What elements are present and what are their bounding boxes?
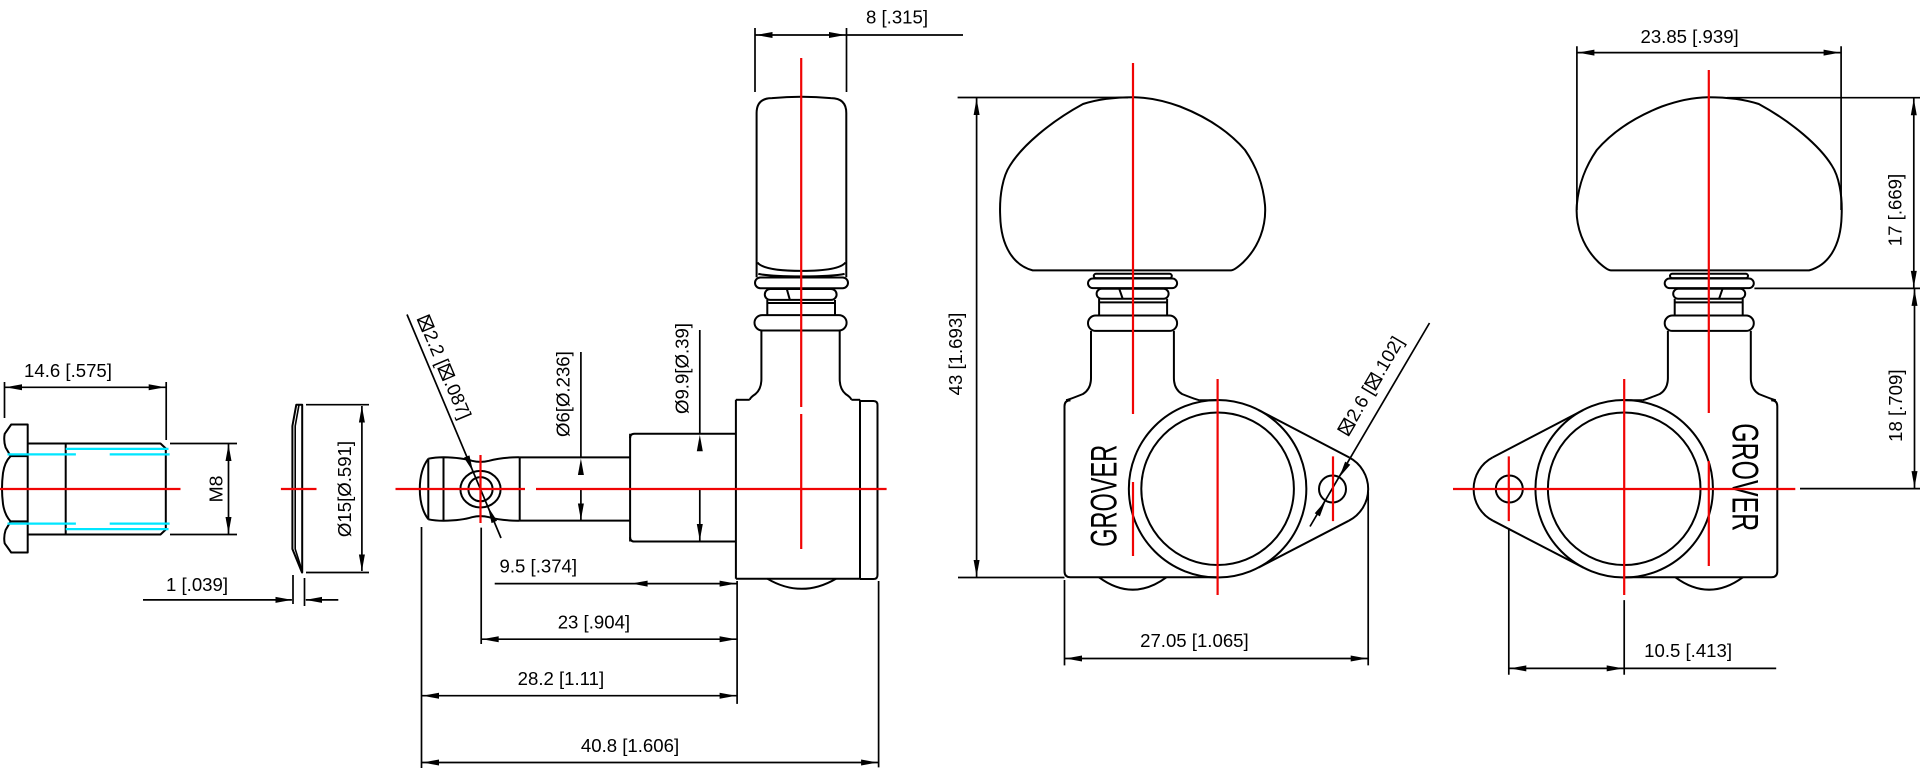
svg-text:40.8 [1.606]: 40.8 [1.606] xyxy=(581,735,679,756)
svg-text:28.2 [1.11]: 28.2 [1.11] xyxy=(518,668,605,689)
svg-text:10.5 [.413]: 10.5 [.413] xyxy=(1644,640,1732,661)
svg-text:43 [1.693]: 43 [1.693] xyxy=(945,313,966,396)
svg-text:GROVER: GROVER xyxy=(1725,423,1766,531)
svg-text:23 [.904]: 23 [.904] xyxy=(558,612,630,633)
svg-text:23.85 [.939]: 23.85 [.939] xyxy=(1640,26,1738,47)
svg-text:9.5 [.374]: 9.5 [.374] xyxy=(500,556,578,577)
svg-text:18 [.709]: 18 [.709] xyxy=(1885,370,1906,442)
svg-text:GROVER: GROVER xyxy=(1084,445,1125,547)
svg-text:Ø9.9[Ø.39]: Ø9.9[Ø.39] xyxy=(672,323,693,414)
svg-text:Ø15[Ø.591]: Ø15[Ø.591] xyxy=(334,441,355,537)
svg-text:2.2 [: 2.2 [ xyxy=(420,327,454,369)
svg-text:17 [.669]: 17 [.669] xyxy=(1885,174,1906,246)
svg-text:14.6 [.575]: 14.6 [.575] xyxy=(24,360,112,381)
svg-text:.087]: .087] xyxy=(440,376,475,422)
svg-text:27.05 [1.065]: 27.05 [1.065] xyxy=(1140,630,1249,651)
svg-text:Ø6[Ø.236]: Ø6[Ø.236] xyxy=(553,351,574,437)
svg-text:.102]: .102] xyxy=(1369,333,1408,379)
svg-text:M8: M8 xyxy=(206,476,227,503)
svg-text:8 [.315]: 8 [.315] xyxy=(866,7,928,28)
svg-text:1 [.039]: 1 [.039] xyxy=(166,574,228,595)
